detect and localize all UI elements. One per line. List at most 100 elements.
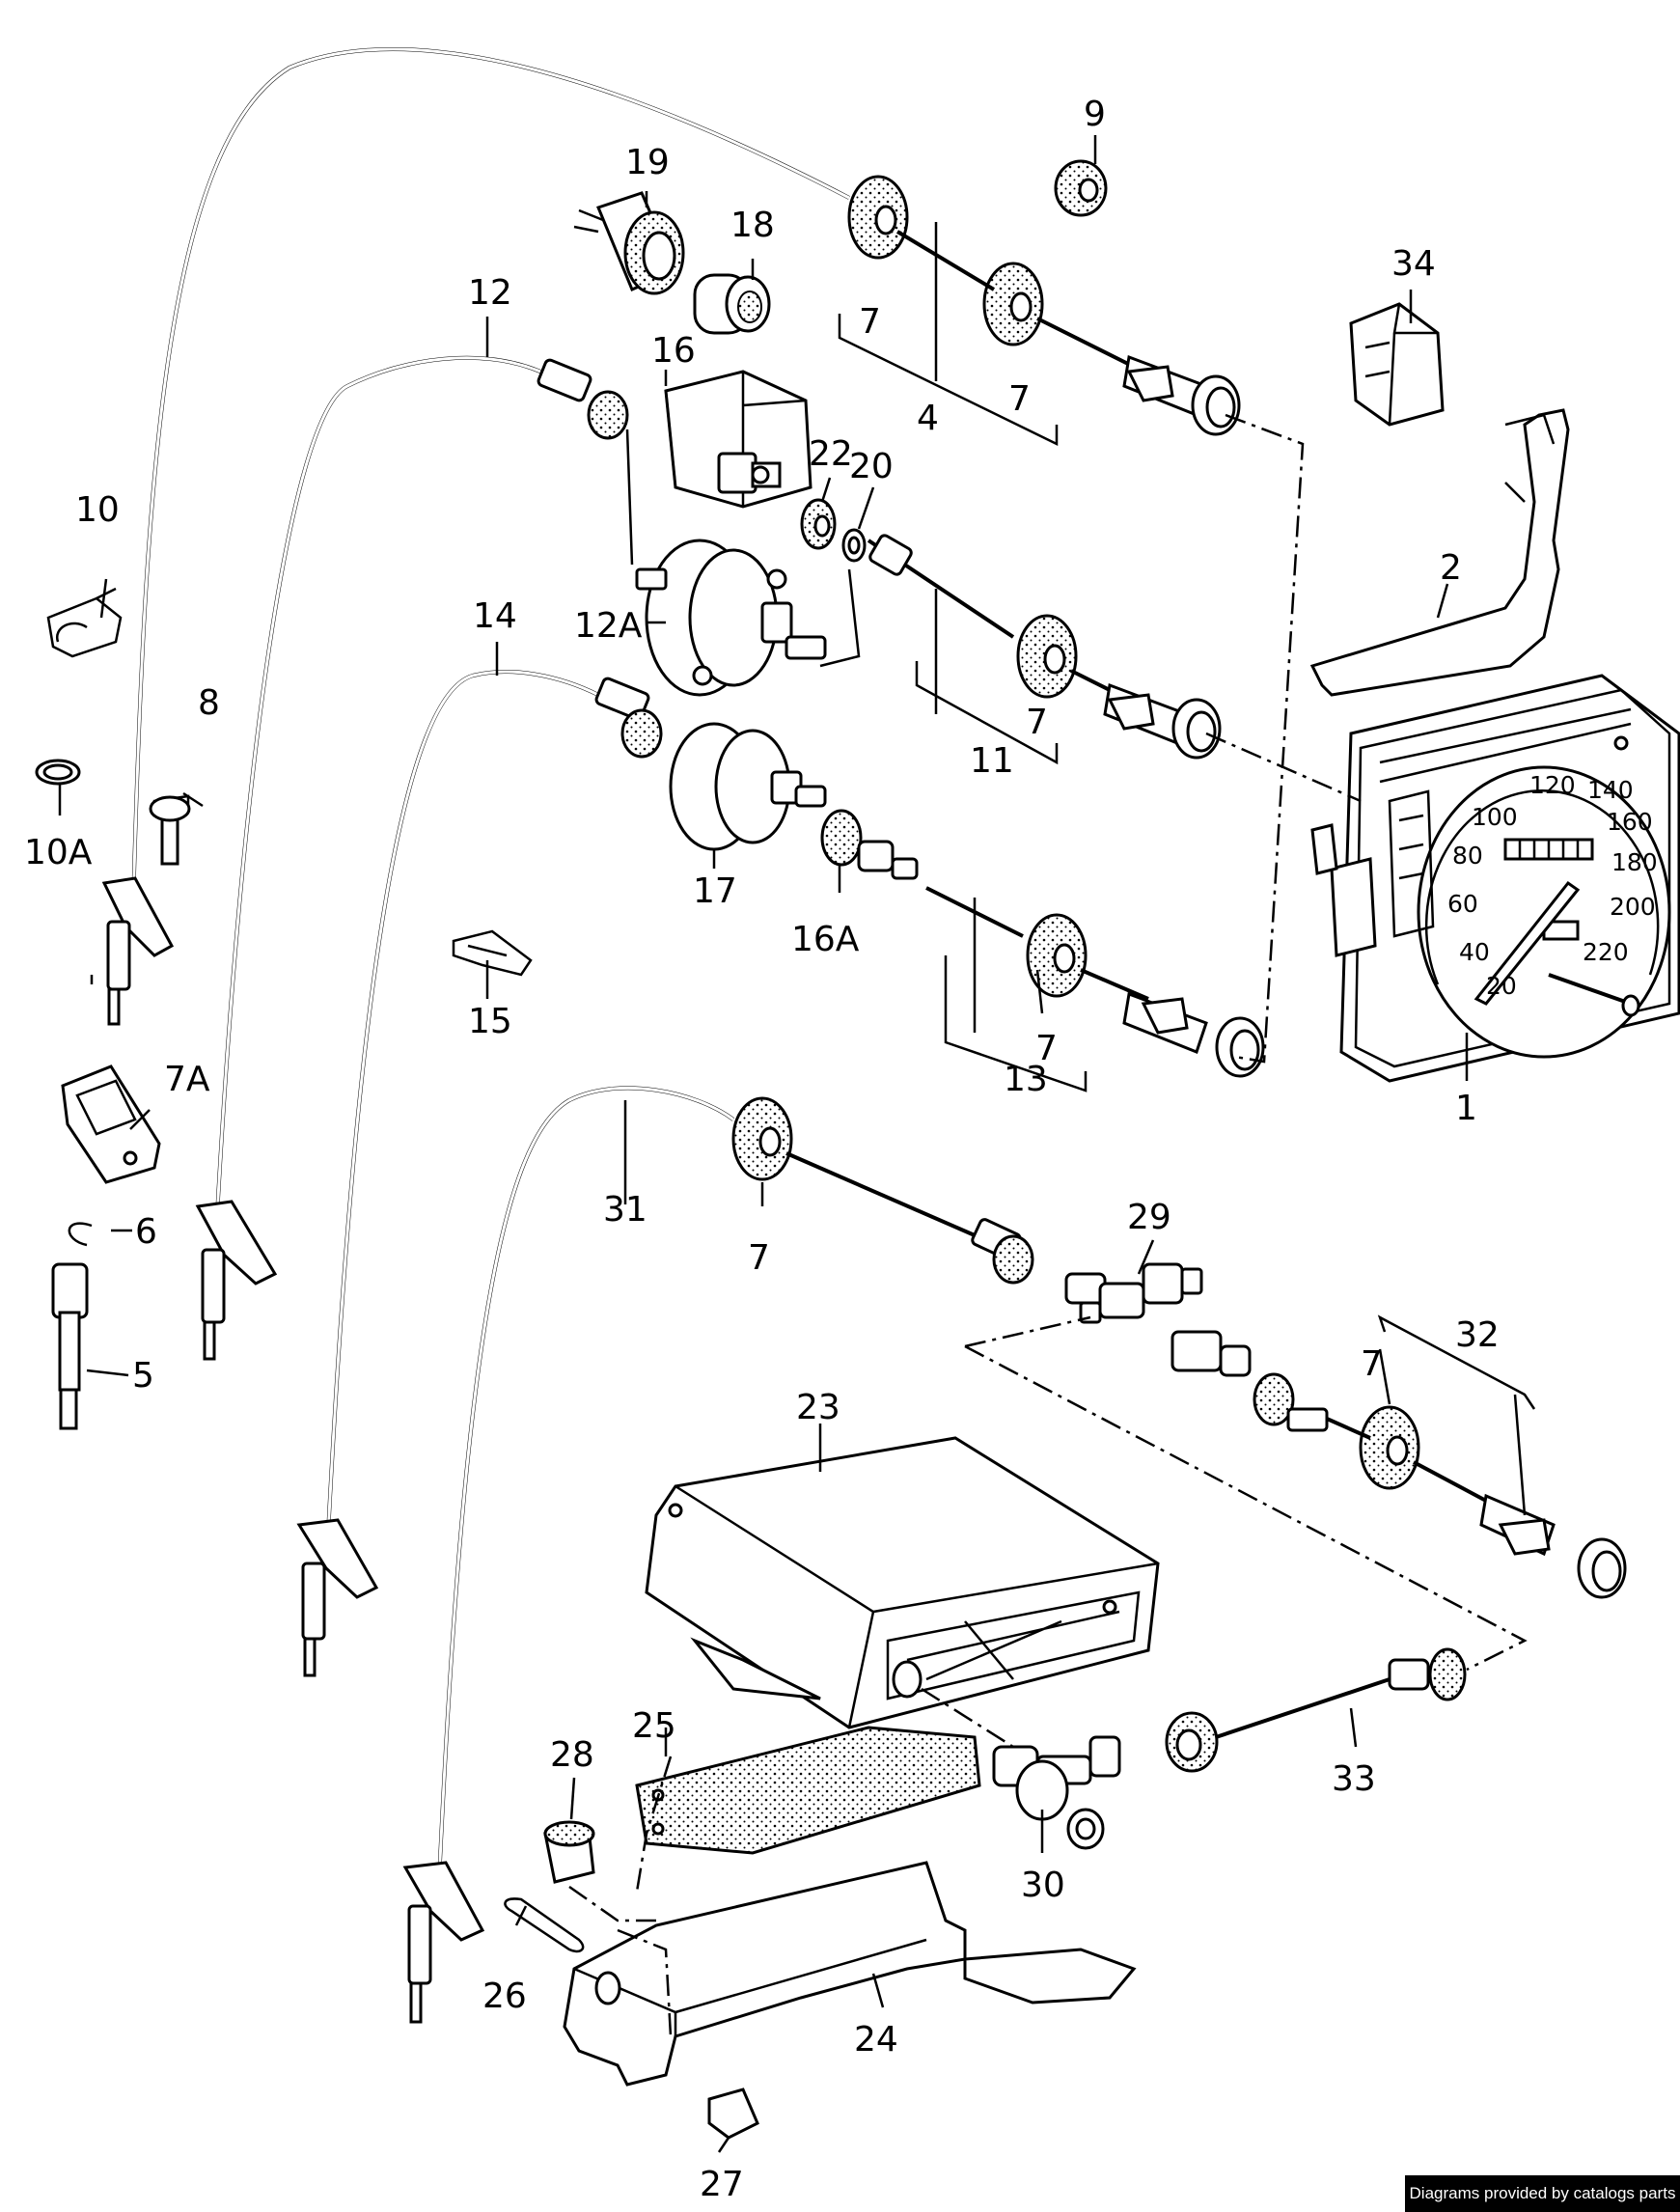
connector-30 [992,1735,1121,1850]
cable-end-fitting-14 [296,1518,379,1677]
label-1: 1 [1455,1089,1477,1128]
grommet-7-mid [1016,614,1078,699]
scale-100: 100 [1472,803,1518,831]
grommet-7-top-b [982,262,1044,346]
scale-160: 160 [1607,808,1653,836]
label-7A: 7A [164,1060,210,1099]
label-18: 18 [730,206,775,245]
scale-20: 20 [1486,972,1517,1000]
scale-140: 140 [1587,776,1634,804]
cable-connector-11 [868,534,913,576]
grommet-9 [1054,159,1108,217]
cable-head-top [1122,354,1241,436]
cable-31 [437,1086,735,1883]
label-7-top-a: 7 [859,302,881,342]
credit-banner: Diagrams provided by catalogs parts [1405,2175,1680,2212]
label-11: 11 [970,741,1014,781]
ring-6 [68,1222,93,1247]
speedometer-scale: 20 40 60 80 100 120 140 160 180 200 220 [1447,771,1658,1000]
label-13: 13 [1004,1060,1048,1099]
label-7-31: 7 [748,1238,770,1278]
bracket-24 [563,1861,1137,2087]
clip-26 [504,1897,585,1953]
label-34: 34 [1391,244,1436,284]
cable-connector-12 [537,358,629,440]
bracket-2 [1309,408,1570,697]
label-31: 31 [603,1190,647,1230]
knob-28 [543,1820,595,1884]
drive-5 [51,1262,89,1430]
ring-22 [800,498,837,550]
label-16: 16 [651,331,696,371]
label-33: 33 [1332,1759,1376,1799]
screw-8 [149,794,191,866]
cable-14 [326,670,599,1535]
label-17: 17 [693,871,737,911]
label-15: 15 [468,1002,512,1041]
sender-19 [573,191,685,295]
cable-connector-14 [594,677,663,759]
label-2: 2 [1440,548,1462,588]
scale-200: 200 [1610,893,1656,921]
coupling-32a [1253,1372,1329,1432]
cable-12 [215,355,541,1217]
cable-10 [131,47,850,908]
label-22: 22 [809,434,853,474]
grommet-7-lower [1026,913,1088,998]
unit-12A [635,539,827,697]
label-28: 28 [550,1735,594,1775]
connection-lines [568,413,1528,2037]
label-30: 30 [1021,1866,1065,1905]
switch-34 [1349,302,1445,427]
scale-120: 120 [1529,771,1576,799]
bulb-18 [693,273,771,335]
label-26: 26 [482,1977,527,2016]
unit-16 [664,370,812,509]
label-14: 14 [473,596,517,636]
plate-25 [635,1726,981,1855]
label-5: 5 [132,1356,154,1396]
label-7-top-b: 7 [1008,379,1031,419]
grommet-7-top-a [847,175,909,260]
label-12: 12 [468,273,512,313]
label-7-32: 7 [1361,1344,1383,1384]
label-27: 27 [700,2165,744,2204]
cable-head-32 [1479,1493,1627,1599]
instrument-cluster-1 [1310,674,1680,1083]
part-labels: 1 2 4 5 6 7 7 7 7 7 7 7A 8 9 10 10A 11 1… [24,95,1500,2204]
label-12A: 12A [574,606,643,646]
label-32: 32 [1455,1315,1500,1355]
label-29: 29 [1127,1198,1171,1237]
label-9: 9 [1084,95,1106,134]
label-16A: 16A [791,920,860,959]
unit-17 [669,722,827,851]
coupling-16A [820,809,919,880]
label-4: 4 [917,399,939,438]
cable-end-fitting-31 [402,1861,485,2024]
scale-220: 220 [1583,938,1629,966]
label-24: 24 [854,2020,898,2060]
cable-end-fitting-12 [195,1200,278,1361]
washer-20 [841,528,867,563]
ring-10A [35,759,81,786]
cable-head-13 [1122,991,1265,1078]
label-6: 6 [135,1212,157,1252]
cable-head-11 [1103,682,1222,760]
label-19: 19 [625,143,670,182]
clip-15 [452,929,533,977]
label-7-mid: 7 [1026,703,1048,742]
cable-33 [1165,1647,1467,1773]
cable-end-fitting-10 [101,876,175,1026]
label-25: 25 [632,1706,676,1746]
cable-connector-31 [971,1218,1034,1285]
grommet-7-32 [1359,1405,1420,1490]
scale-180: 180 [1611,848,1658,876]
leader-lines [58,135,1536,2153]
label-10: 10 [75,490,120,530]
holder-7A [61,1065,161,1184]
scale-60: 60 [1447,890,1478,918]
nut-27 [707,2088,759,2140]
label-10A: 10A [24,833,93,872]
box-23 [645,1436,1160,1729]
grommet-7-31 [731,1096,793,1181]
